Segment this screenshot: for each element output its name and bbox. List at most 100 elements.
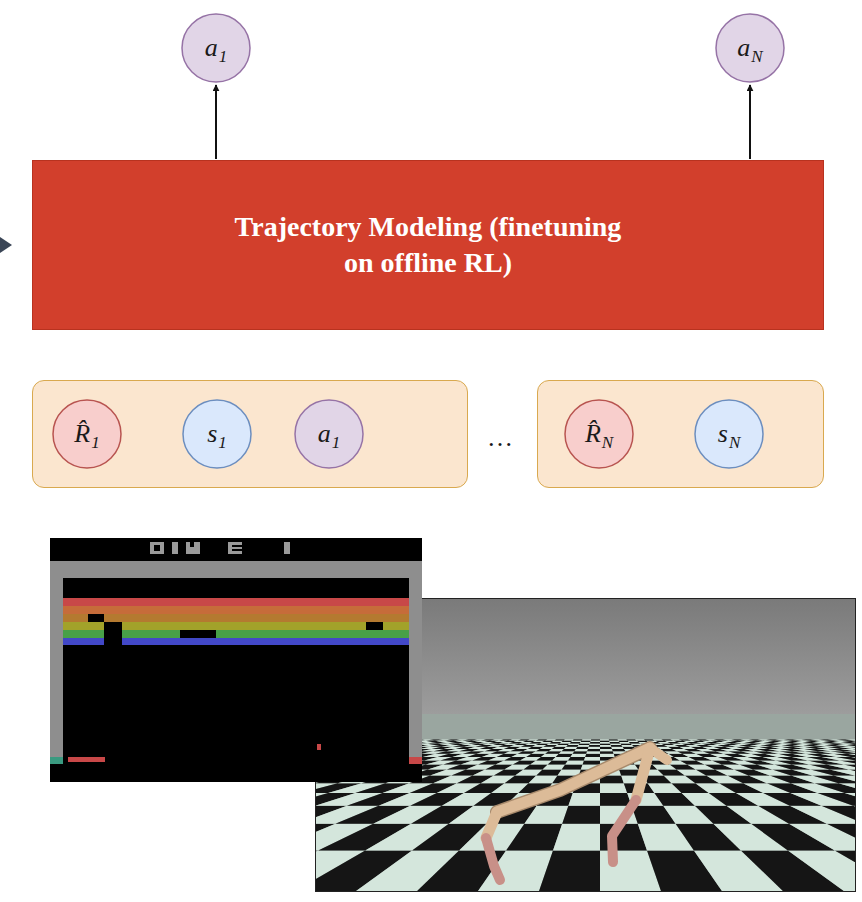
- floor-tile: [846, 745, 856, 747]
- score-digits: [150, 542, 290, 554]
- wall-end: [50, 757, 63, 764]
- floor-tile: [626, 739, 636, 740]
- floor-tile: [579, 743, 590, 745]
- floor-tile: [849, 770, 856, 776]
- brick-rows: [63, 598, 409, 645]
- token-symbol: R̂1: [74, 421, 99, 447]
- floor-tile: [845, 739, 856, 740]
- symbol-subscript: N: [751, 47, 762, 66]
- floor-tile: [612, 749, 626, 751]
- floor-tile: [524, 806, 568, 824]
- floor-tile: [847, 754, 856, 757]
- symbol-subscript: 1: [91, 433, 100, 452]
- return-token: R̂N: [564, 399, 634, 469]
- floor-tile: [548, 760, 568, 764]
- floor-tile: [545, 751, 562, 754]
- floor-tile: [552, 747, 566, 749]
- floor-tile: [844, 765, 856, 770]
- floor-tile: [839, 783, 857, 793]
- floor-tile: [536, 770, 561, 776]
- token-symbol: sN: [718, 421, 740, 447]
- token-symbol: aN: [737, 35, 762, 61]
- floor-tile: [583, 760, 600, 764]
- floor-tile: [600, 742, 610, 743]
- floor-tile: [553, 824, 600, 851]
- floor-tile: [818, 793, 857, 806]
- floor-tile: [541, 754, 559, 757]
- walls: [50, 561, 422, 757]
- symbol-subscript: 1: [332, 433, 341, 452]
- output-action-circle: a1: [181, 13, 251, 83]
- floor-tile: [835, 850, 856, 892]
- floor-tile: [552, 757, 570, 761]
- floor-tile: [840, 760, 856, 764]
- floor-tile: [568, 743, 580, 745]
- state-token: s1: [182, 399, 252, 469]
- floor-tile: [600, 741, 610, 742]
- symbol-subscript: N: [729, 433, 740, 452]
- floor-tile: [562, 749, 576, 751]
- token-symbol: R̂N: [585, 421, 613, 447]
- floor-tile: [563, 739, 573, 740]
- floor-tile: [538, 850, 600, 892]
- floor-tile: [611, 745, 623, 747]
- wall-end: [409, 757, 422, 764]
- flow-arrow: [749, 85, 751, 159]
- timestep-group: R̂N sN: [537, 380, 824, 488]
- floor-tile: [565, 760, 584, 764]
- floor-tile: [629, 742, 641, 743]
- screen: [50, 538, 422, 782]
- floor-tile: [555, 745, 568, 747]
- model-box: Trajectory Modeling (finetuning on offli…: [32, 160, 824, 330]
- floor-tile: [600, 783, 627, 793]
- cheetah-figure: [486, 748, 667, 880]
- floor-tile: [628, 741, 639, 742]
- floor-tile: [600, 745, 611, 747]
- floor-tile: [590, 742, 600, 743]
- floor-tile: [827, 824, 856, 851]
- floor-tile: [587, 749, 600, 751]
- floor-tile: [568, 793, 600, 806]
- floor-tile: [600, 749, 613, 751]
- floor-tile: [560, 742, 572, 743]
- floor-tile: [600, 793, 632, 806]
- floor-tile: [568, 757, 585, 761]
- floor-tile: [574, 749, 588, 751]
- floor-tile: [585, 754, 600, 757]
- token-symbol: a1: [318, 421, 341, 447]
- ball: [317, 744, 321, 750]
- incoming-arrowhead: [0, 237, 12, 253]
- atari-scene: [50, 538, 422, 782]
- return-token: R̂1: [52, 399, 122, 469]
- floor-tile: [600, 747, 612, 749]
- floor-tile: [620, 743, 632, 745]
- floor-tile: [573, 751, 588, 754]
- floor-tile: [589, 743, 600, 745]
- floor-tile: [600, 754, 615, 757]
- floor-tile: [590, 741, 600, 742]
- floor-tile: [600, 751, 614, 754]
- floor-tile: [836, 757, 856, 761]
- floor-tile: [849, 747, 856, 749]
- floor-tile: [619, 742, 630, 743]
- symbol-subscript: 1: [219, 47, 228, 66]
- floor-tile: [570, 742, 581, 743]
- floor-tile: [609, 741, 619, 742]
- floor-tile: [557, 743, 569, 745]
- floor-tile: [580, 742, 591, 743]
- symbol-subscript: N: [602, 433, 613, 452]
- floor-tile: [581, 741, 591, 742]
- floor-tile: [845, 793, 856, 806]
- floor-tile: [618, 739, 628, 740]
- floor-tile: [611, 747, 624, 749]
- floor-tile: [573, 739, 583, 740]
- token-symbol: a1: [205, 35, 228, 61]
- floor-tile: [566, 745, 579, 747]
- floor-tile: [562, 741, 573, 742]
- floor-tile: [549, 749, 564, 751]
- floor-tile: [577, 745, 589, 747]
- floor-tile: [559, 751, 575, 754]
- action-token: a1: [294, 399, 364, 469]
- broken-bricks: [88, 614, 383, 645]
- state-token: sN: [694, 399, 764, 469]
